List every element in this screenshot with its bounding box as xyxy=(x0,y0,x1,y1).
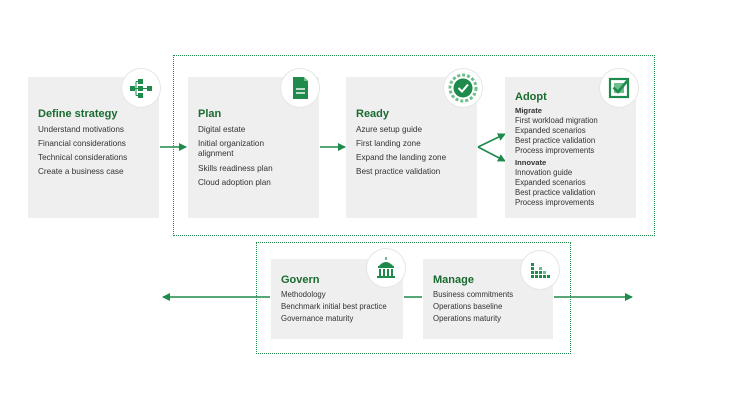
list-item: Cloud adoption plan xyxy=(198,178,271,187)
list-item: Financial considerations xyxy=(38,139,126,148)
card-title: Manage xyxy=(433,274,474,286)
list-item: Best practice validation xyxy=(515,188,596,197)
list-item: First landing zone xyxy=(356,139,421,148)
card-plan: Plan Digital estate Initial organization… xyxy=(188,77,319,218)
list-item: Benchmark initial best practice xyxy=(281,302,387,311)
list-item: Expanded scenarios xyxy=(515,178,586,187)
building-icon xyxy=(367,249,405,287)
bar-chart-icon xyxy=(521,251,559,289)
list-item: First workload migration xyxy=(515,116,598,125)
card-title: Plan xyxy=(198,108,222,120)
adoption-group-frame xyxy=(173,55,655,236)
list-item: Initial organization xyxy=(198,139,264,148)
arrow-ready-to-adopt-down xyxy=(477,146,506,162)
checkbox-icon xyxy=(600,69,638,107)
arrow-ready-to-adopt-up xyxy=(477,133,506,148)
list-item: Process improvements xyxy=(515,146,595,155)
list-item: Best practice validation xyxy=(356,167,441,176)
list-item: Expand the landing zone xyxy=(356,153,447,162)
list-item: Understand motivations xyxy=(38,125,125,134)
list-item: Digital estate xyxy=(198,125,246,134)
list-item: Process improvements xyxy=(515,198,595,207)
list-item: Business commitments xyxy=(433,290,514,299)
checkmark-badge-icon xyxy=(444,69,482,107)
list-item: Operations baseline xyxy=(433,302,503,311)
card-title: Govern xyxy=(281,274,320,286)
list-item: Innovation guide xyxy=(515,168,573,177)
card-title: Ready xyxy=(356,108,390,120)
list-item: Technical considerations xyxy=(38,153,128,162)
subheading-innovate: Innovate xyxy=(515,158,547,167)
list-item: Methodology xyxy=(281,290,326,299)
workflow-icon xyxy=(122,69,160,107)
list-item: Azure setup guide xyxy=(356,125,422,134)
list-item: Create a business case xyxy=(38,167,124,176)
list-item: Governance maturity xyxy=(281,314,354,323)
document-icon xyxy=(281,69,319,107)
list-item: Best practice validation xyxy=(515,136,596,145)
operations-group-frame xyxy=(256,242,571,354)
list-item: alignment xyxy=(198,149,234,158)
subheading-migrate: Migrate xyxy=(515,106,543,115)
list-item: Skills readiness plan xyxy=(198,164,273,173)
card-title: Define strategy xyxy=(38,108,118,120)
card-title: Adopt xyxy=(515,91,547,103)
list-item: Expanded scenarios xyxy=(515,126,586,135)
list-item: Operations maturity xyxy=(433,314,502,323)
